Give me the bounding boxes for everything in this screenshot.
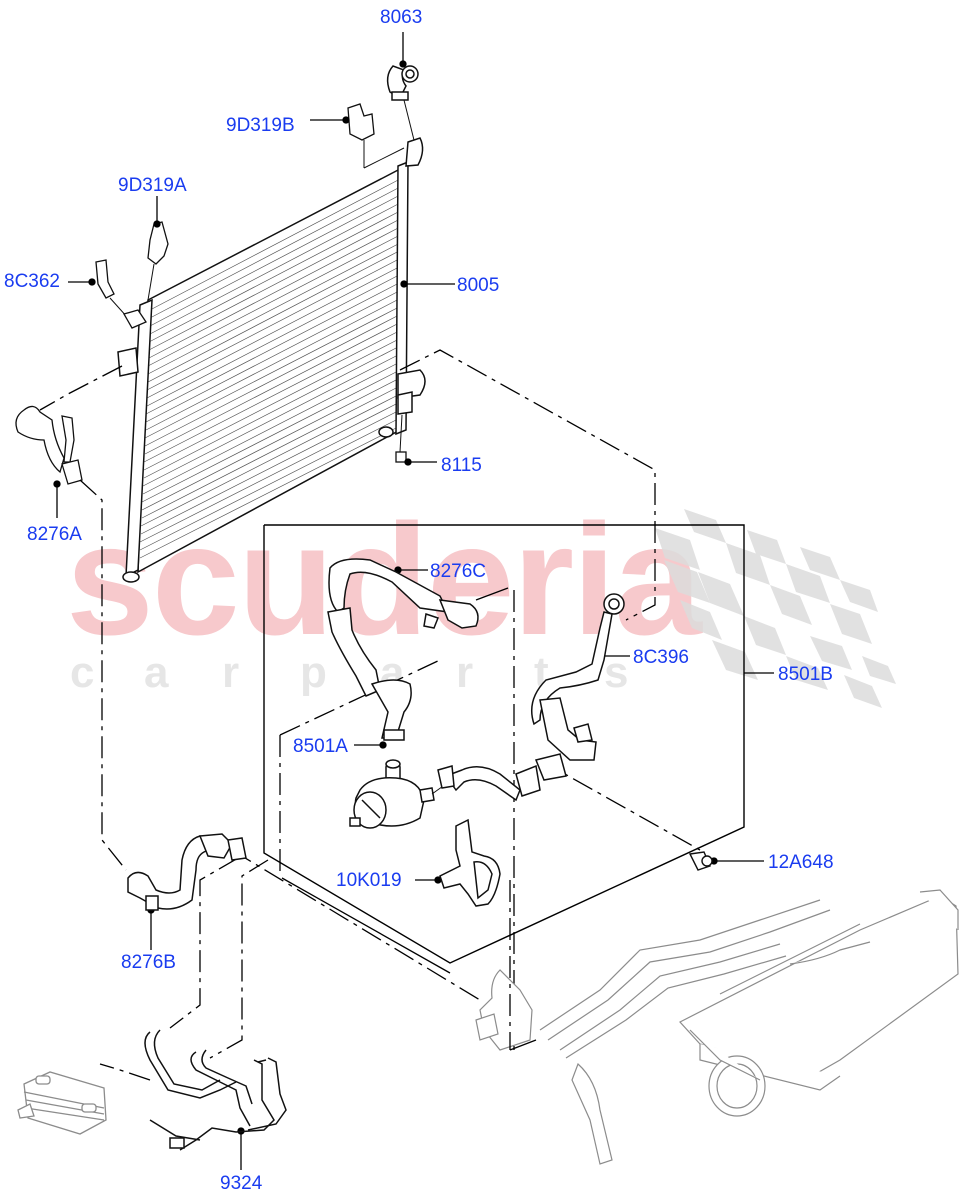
wm-letter: c (70, 648, 95, 697)
pipes-9324 (144, 1029, 287, 1151)
callout-8005[interactable]: 8005 (457, 275, 500, 296)
drain-plug-8115 (395, 414, 407, 463)
wm-letter: a (144, 648, 169, 697)
callout-8C396[interactable]: 8C396 (633, 647, 689, 668)
bracket-9D319B (347, 103, 405, 169)
hose-pump-right (437, 764, 541, 802)
callout-8276B[interactable]: 8276B (121, 952, 176, 973)
radiator-8005 (117, 160, 426, 583)
callout-8115[interactable]: 8115 (441, 455, 482, 476)
callout-9324[interactable]: 9324 (220, 1173, 263, 1194)
wm-letter: r (456, 648, 474, 697)
wm-letter: p (300, 648, 327, 697)
callout-10K019[interactable]: 10K019 (336, 870, 402, 891)
callout-8063[interactable]: 8063 (380, 7, 423, 28)
hose-8276A (15, 405, 83, 485)
hose-8C362 (95, 259, 147, 329)
callout-8501A[interactable]: 8501A (293, 736, 348, 757)
checkered-flag-watermark (655, 509, 896, 708)
callout-8276A[interactable]: 8276A (27, 524, 82, 545)
hose-8276B (127, 833, 247, 911)
callout-8501B[interactable]: 8501B (778, 664, 833, 685)
callout-8C362[interactable]: 8C362 (4, 271, 60, 292)
bracket-10K019 (439, 818, 501, 907)
hose-8276C (327, 558, 479, 741)
callout-9D319B[interactable]: 9D319B (226, 115, 295, 136)
solid-connection-lines (281, 587, 509, 974)
callout-12A648[interactable]: 12A648 (768, 852, 834, 873)
dashed-connection-lines (39, 349, 701, 1081)
callout-9D319A[interactable]: 9D319A (118, 175, 187, 196)
engine-link-line (509, 1039, 537, 1051)
bracket-9D319A (147, 221, 169, 301)
engine-intercooler-ghost (475, 889, 959, 1165)
oil-cooler-ghost (17, 1071, 107, 1135)
group-boundary-8501B (263, 524, 745, 964)
hose-8C396 (531, 593, 625, 781)
sensor-12A648 (688, 851, 713, 871)
wm-letter: r (222, 648, 240, 697)
pump-8501A (349, 759, 447, 829)
connector-8063 (386, 65, 424, 167)
callout-8276C[interactable]: 8276C (430, 561, 486, 582)
